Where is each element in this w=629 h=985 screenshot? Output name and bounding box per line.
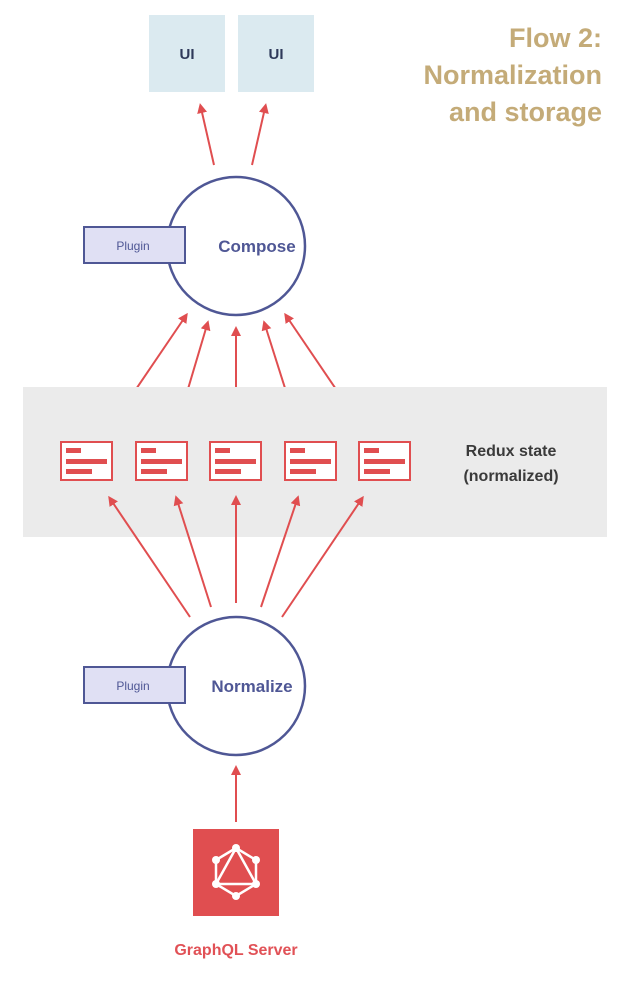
arrow-compose-to-ui-2 xyxy=(251,103,269,166)
ui-box-2-bg xyxy=(238,15,314,92)
normalize-plugin-label: Plugin xyxy=(116,679,149,693)
doc-icon-4 xyxy=(284,441,337,481)
arrow-normalize-to-doc-4 xyxy=(260,495,301,608)
graphql-logo-icon xyxy=(212,844,260,900)
normalize-to-state-arrows xyxy=(108,495,364,618)
ui-box-1-bg xyxy=(149,15,225,92)
ui-box-1-label: UI xyxy=(180,46,195,63)
doc-icon-2 xyxy=(135,441,188,481)
ui-box-2-label: UI xyxy=(269,46,284,63)
arrow-compose-to-ui-1 xyxy=(197,103,215,166)
arrow-normalize-to-doc-2 xyxy=(173,495,212,608)
title-line-1: Flow 2: xyxy=(509,23,602,53)
redux-state-label-line-1: Redux state xyxy=(466,443,557,460)
ui-box-2: UI xyxy=(238,15,314,92)
normalize-label: Normalize xyxy=(211,677,292,696)
flow-title: Flow 2: Normalization and storage xyxy=(423,23,602,127)
compose-node: Compose Plugin xyxy=(83,175,307,317)
graphql-server-label: GraphQL Server xyxy=(174,942,297,959)
graphql-server-tile xyxy=(193,829,279,916)
title-line-3: and storage xyxy=(449,97,602,127)
compose-plugin-label: Plugin xyxy=(116,239,149,253)
arrow-normalize-to-doc-5 xyxy=(281,495,364,618)
doc-icon-1 xyxy=(60,441,113,481)
graphql-server: GraphQL Server xyxy=(174,829,298,959)
redux-state-label-line-2: (normalized) xyxy=(463,468,558,485)
compose-to-ui-arrows xyxy=(197,103,269,166)
normalize-node: Normalize Plugin xyxy=(83,615,307,757)
ui-box-1: UI xyxy=(149,15,225,92)
compose-label: Compose xyxy=(218,237,295,256)
normalize-plugin-box xyxy=(83,666,186,704)
compose-plugin-box xyxy=(83,226,186,264)
arrow-normalize-to-doc-1 xyxy=(108,495,191,618)
title-line-2: Normalization xyxy=(423,60,602,90)
doc-icon-3 xyxy=(209,441,262,481)
doc-icon-5 xyxy=(358,441,411,481)
